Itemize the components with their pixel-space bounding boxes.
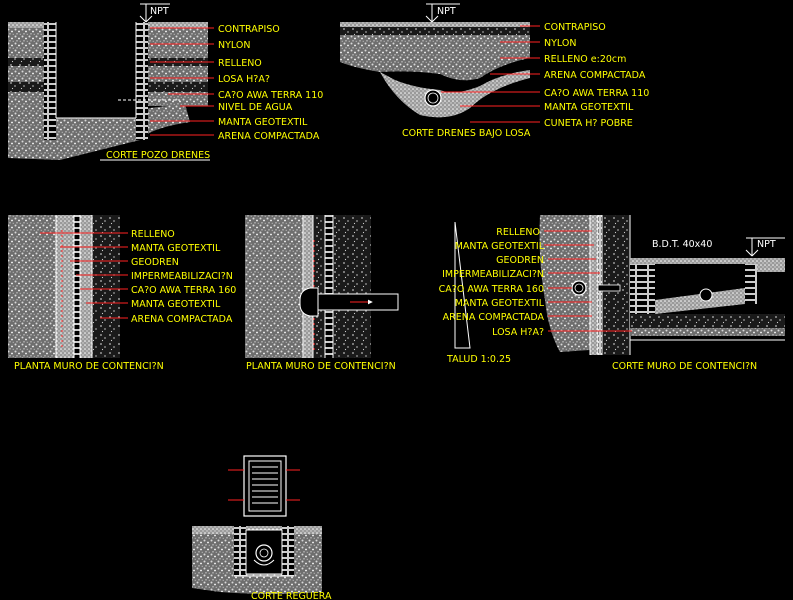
planta1-label-geodren: GEODREN <box>131 257 179 268</box>
drenes-npt: NPT <box>437 6 456 17</box>
muro-label-manta-2: MANTA GEOTEXTIL <box>455 298 545 309</box>
muro-bdt-label: B.D.T. 40x40 <box>652 239 712 250</box>
pozo-npt: NPT <box>150 6 169 17</box>
muro-label-geodren: GEODREN <box>496 255 544 266</box>
planta1-label-relleno: RELLENO <box>131 229 175 240</box>
planta1-label-arena: ARENA COMPACTADA <box>131 314 233 325</box>
reguera-title: CORTE REGUERA <box>251 591 332 600</box>
pozo-label-losa: LOSA H?A? <box>218 74 270 85</box>
planta1-label-cano: CA?O AWA TERRA 160 <box>131 285 236 296</box>
planta1-label-manta-2: MANTA GEOTEXTIL <box>131 299 221 310</box>
pozo-label-cano: CA?O AWA TERRA 110 <box>218 90 323 101</box>
planta1-label-impermeabilizacion: IMPERMEABILIZACI?N <box>131 271 233 282</box>
drenes-label-arena: ARENA COMPACTADA <box>544 70 646 81</box>
pozo-title: CORTE POZO DRENES <box>106 150 210 161</box>
drenes-label-nylon: NYLON <box>544 38 576 49</box>
drenes-label-contrapiso: CONTRAPISO <box>544 22 606 33</box>
drenes-label-manta: MANTA GEOTEXTIL <box>544 102 634 113</box>
pozo-label-contrapiso: CONTRAPISO <box>218 24 280 35</box>
planta1-title: PLANTA MURO DE CONTENCI?N <box>14 361 164 372</box>
drenes-label-cano: CA?O AWA TERRA 110 <box>544 88 649 99</box>
muro-label-losa: LOSA H?A? <box>492 327 544 338</box>
muro-label-relleno: RELLENO <box>496 227 540 238</box>
muro-talud: TALUD 1:0.25 <box>446 354 511 365</box>
detail-corte-reguera: CORTE REGUERA <box>192 455 332 600</box>
detail-corte-muro: NPT B.D.T. 40x40 RELLENO MANTA GEOTEXTIL… <box>439 215 785 372</box>
detail-corte-drenes-bajo-losa: NPT CONTRAPISO NYLON RELLENO e:20cm AREN… <box>340 3 649 139</box>
planta2-title: PLANTA MURO DE CONTENCI?N <box>246 361 396 372</box>
detail-corte-pozo-drenes: NPT CONTRAPISO NYLON RELLENO LOSA H?A? C… <box>8 3 323 161</box>
planta1-label-manta: MANTA GEOTEXTIL <box>131 243 221 254</box>
pozo-label-manta: MANTA GEOTEXTIL <box>218 117 308 128</box>
pozo-label-nivel-agua: NIVEL DE AGUA <box>218 102 293 113</box>
detail-planta-muro-1: RELLENO MANTA GEOTEXTIL GEODREN IMPERMEA… <box>8 215 236 372</box>
muro-label-arena: ARENA COMPACTADA <box>443 312 545 323</box>
drenes-label-cuneta: CUNETA H? POBRE <box>544 118 633 129</box>
pozo-label-arena: ARENA COMPACTADA <box>218 131 320 142</box>
muro-label-impermeabilizacion: IMPERMEABILIZACI?N <box>442 269 544 280</box>
detail-planta-muro-2: PLANTA MURO DE CONTENCI?N <box>245 215 399 372</box>
muro-title: CORTE MURO DE CONTENCI?N <box>612 361 757 372</box>
muro-label-cano: CA?O AWA TERRA 160 <box>439 284 544 295</box>
drenes-title: CORTE DRENES BAJO LOSA <box>402 128 531 139</box>
pozo-label-nylon: NYLON <box>218 40 250 51</box>
drenes-label-relleno: RELLENO e:20cm <box>544 54 626 65</box>
muro-npt: NPT <box>757 239 776 250</box>
pozo-label-relleno: RELLENO <box>218 58 262 69</box>
muro-label-manta: MANTA GEOTEXTIL <box>455 241 545 252</box>
